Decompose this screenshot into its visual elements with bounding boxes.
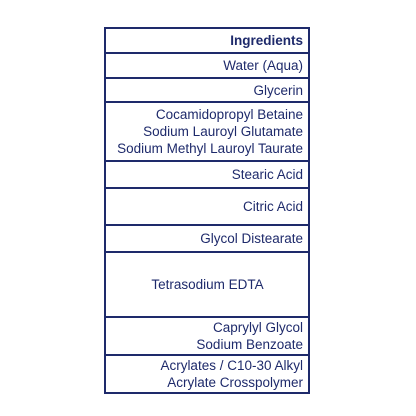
ingredients-table: Ingredients Water (Aqua) Glycerin Cocami…: [104, 27, 310, 394]
ingredient-text: Tetrasodium EDTA: [151, 277, 264, 292]
ingredient-text: Glycol Distearate: [200, 231, 303, 246]
ingredients-header-label: Ingredients: [230, 33, 303, 48]
ingredient-text: Water (Aqua): [223, 58, 303, 73]
ingredient-text: Acrylates / C10-30 Alkyl: [160, 358, 303, 373]
ingredient-text: Cocamidopropyl Betaine: [155, 107, 303, 122]
ingredient-text: Sodium Lauroyl Glutamate: [143, 124, 303, 139]
ingredient-row-citric-acid: Citric Acid: [106, 189, 308, 226]
ingredient-row-acrylates: Acrylates / C10-30 Alkyl Acrylate Crossp…: [106, 356, 308, 392]
ingredient-row-glycerin: Glycerin: [106, 79, 308, 103]
ingredient-text: Sodium Benzoate: [196, 337, 303, 352]
ingredient-row-water: Water (Aqua): [106, 54, 308, 79]
ingredient-row-preservatives: Caprylyl Glycol Sodium Benzoate: [106, 318, 308, 356]
ingredient-text: Caprylyl Glycol: [212, 320, 303, 335]
ingredient-row-tetrasodium-edta: Tetrasodium EDTA: [106, 253, 308, 318]
ingredients-header: Ingredients: [106, 29, 308, 54]
ingredient-text: Glycerin: [253, 82, 303, 98]
ingredient-text: Citric Acid: [242, 199, 303, 214]
ingredient-row-glycol-distearate: Glycol Distearate: [106, 226, 308, 253]
ingredient-text: Sodium Methyl Lauroyl Taurate: [117, 141, 303, 156]
ingredient-row-stearic-acid: Stearic Acid: [106, 162, 308, 189]
ingredient-row-surfactants: Cocamidopropyl Betaine Sodium Lauroyl Gl…: [106, 103, 308, 162]
ingredient-text: Stearic Acid: [231, 167, 303, 182]
ingredient-text: Acrylate Crosspolymer: [167, 375, 303, 390]
